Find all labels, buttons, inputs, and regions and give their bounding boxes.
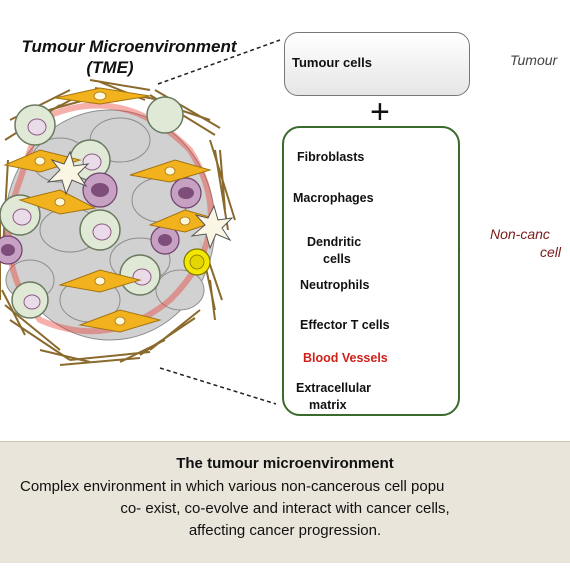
side-label-tumour: Tumour — [510, 52, 558, 68]
caption-line-3: affecting cancer progression. — [188, 522, 382, 539]
side-label-noncancerous-1: Non-canc — [490, 226, 550, 242]
tumour-cells-label: Tumour cells — [292, 55, 372, 70]
legend-label-macrophages: Macrophages — [293, 191, 374, 205]
caption-panel — [0, 441, 570, 563]
caption-line-1: Complex environment in which various non… — [20, 478, 445, 495]
macrophages — [0, 96, 184, 319]
legend-label-fibroblasts: Fibroblasts — [297, 150, 365, 164]
diagram-title-abbrev: (TME) — [86, 58, 134, 77]
diagram-title: Tumour Microenvironment — [21, 37, 237, 56]
legend-label-dendritic-2: cells — [323, 252, 351, 266]
legend-label-dendritic-1: Dendritic — [307, 235, 362, 249]
legend-label-t-cells: Effector T cells — [300, 318, 390, 332]
legend-label-ecm-2: matrix — [309, 398, 347, 412]
caption-line-2: co- exist, co-evolve and interact with c… — [120, 500, 450, 517]
caption-title: The tumour microenvironment — [176, 455, 394, 472]
tumour-cells-box — [284, 32, 470, 96]
legend-label-blood-vessels: Blood Vessels — [303, 351, 388, 365]
non-cancerous-components-box — [282, 126, 460, 416]
neutrophil-nuclei — [1, 183, 194, 256]
connector-line-top — [157, 39, 281, 85]
legend-label-ecm-1: Extracellular — [296, 381, 372, 395]
side-label-noncancerous-2: cell — [540, 244, 562, 260]
blood-vessel-ring — [5, 102, 214, 335]
connector-line-bottom — [159, 367, 277, 405]
plus-sign: + — [370, 93, 390, 131]
legend-label-neutrophils: Neutrophils — [300, 278, 370, 292]
tumour-cluster — [0, 79, 236, 366]
dendritic-cells — [46, 150, 234, 250]
